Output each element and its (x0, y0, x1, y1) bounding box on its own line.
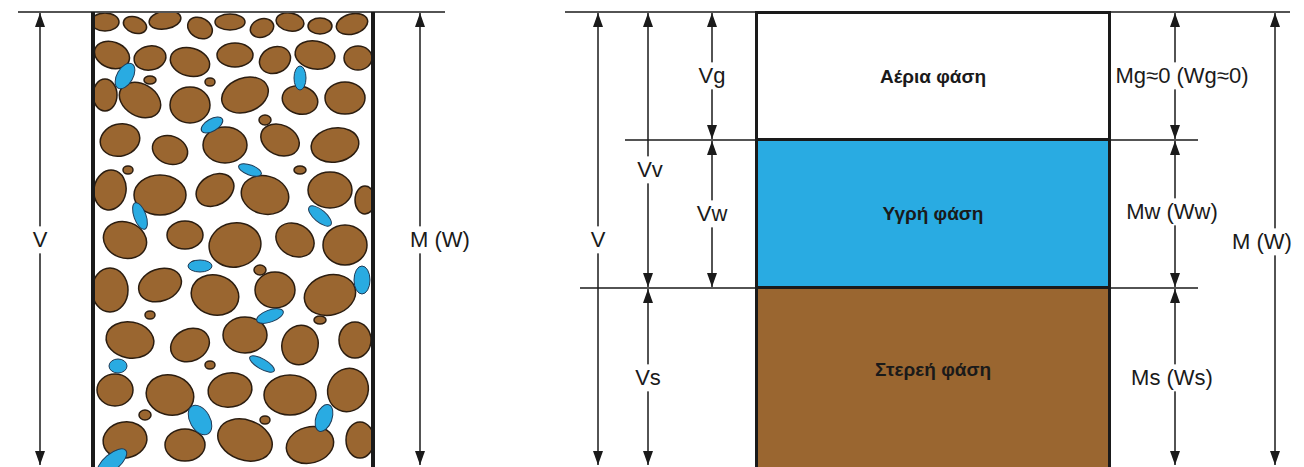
dimension-label: Mw (Ww) (1123, 198, 1221, 225)
water-patches (94, 60, 370, 467)
dimension-label: Vv (634, 156, 666, 183)
column-wall (93, 12, 373, 467)
phase-box: Υγρή φάση (755, 138, 1111, 290)
phase-box: Στερεή φάση (755, 286, 1111, 467)
phase-label: Στερεή φάση (875, 359, 991, 381)
soil-grains (94, 13, 371, 467)
dimension-label: M (W) (407, 226, 473, 253)
dimension-label: Vw (694, 200, 731, 227)
dimension-label: Vs (632, 364, 664, 391)
dimension-label: Mg≈0 (Wg≈0) (1113, 62, 1252, 89)
dimension-label: M (W) (1229, 228, 1295, 255)
phase-label: Αέρια φάση (880, 66, 986, 88)
phase-box: Αέρια φάση (755, 11, 1111, 142)
dimension-label: V (588, 226, 609, 253)
phase-label: Υγρή φάση (883, 203, 984, 225)
dimension-label: Ms (Ws) (1128, 364, 1216, 391)
dimension-label: Vg (696, 62, 729, 89)
dimension-label: V (30, 226, 51, 253)
